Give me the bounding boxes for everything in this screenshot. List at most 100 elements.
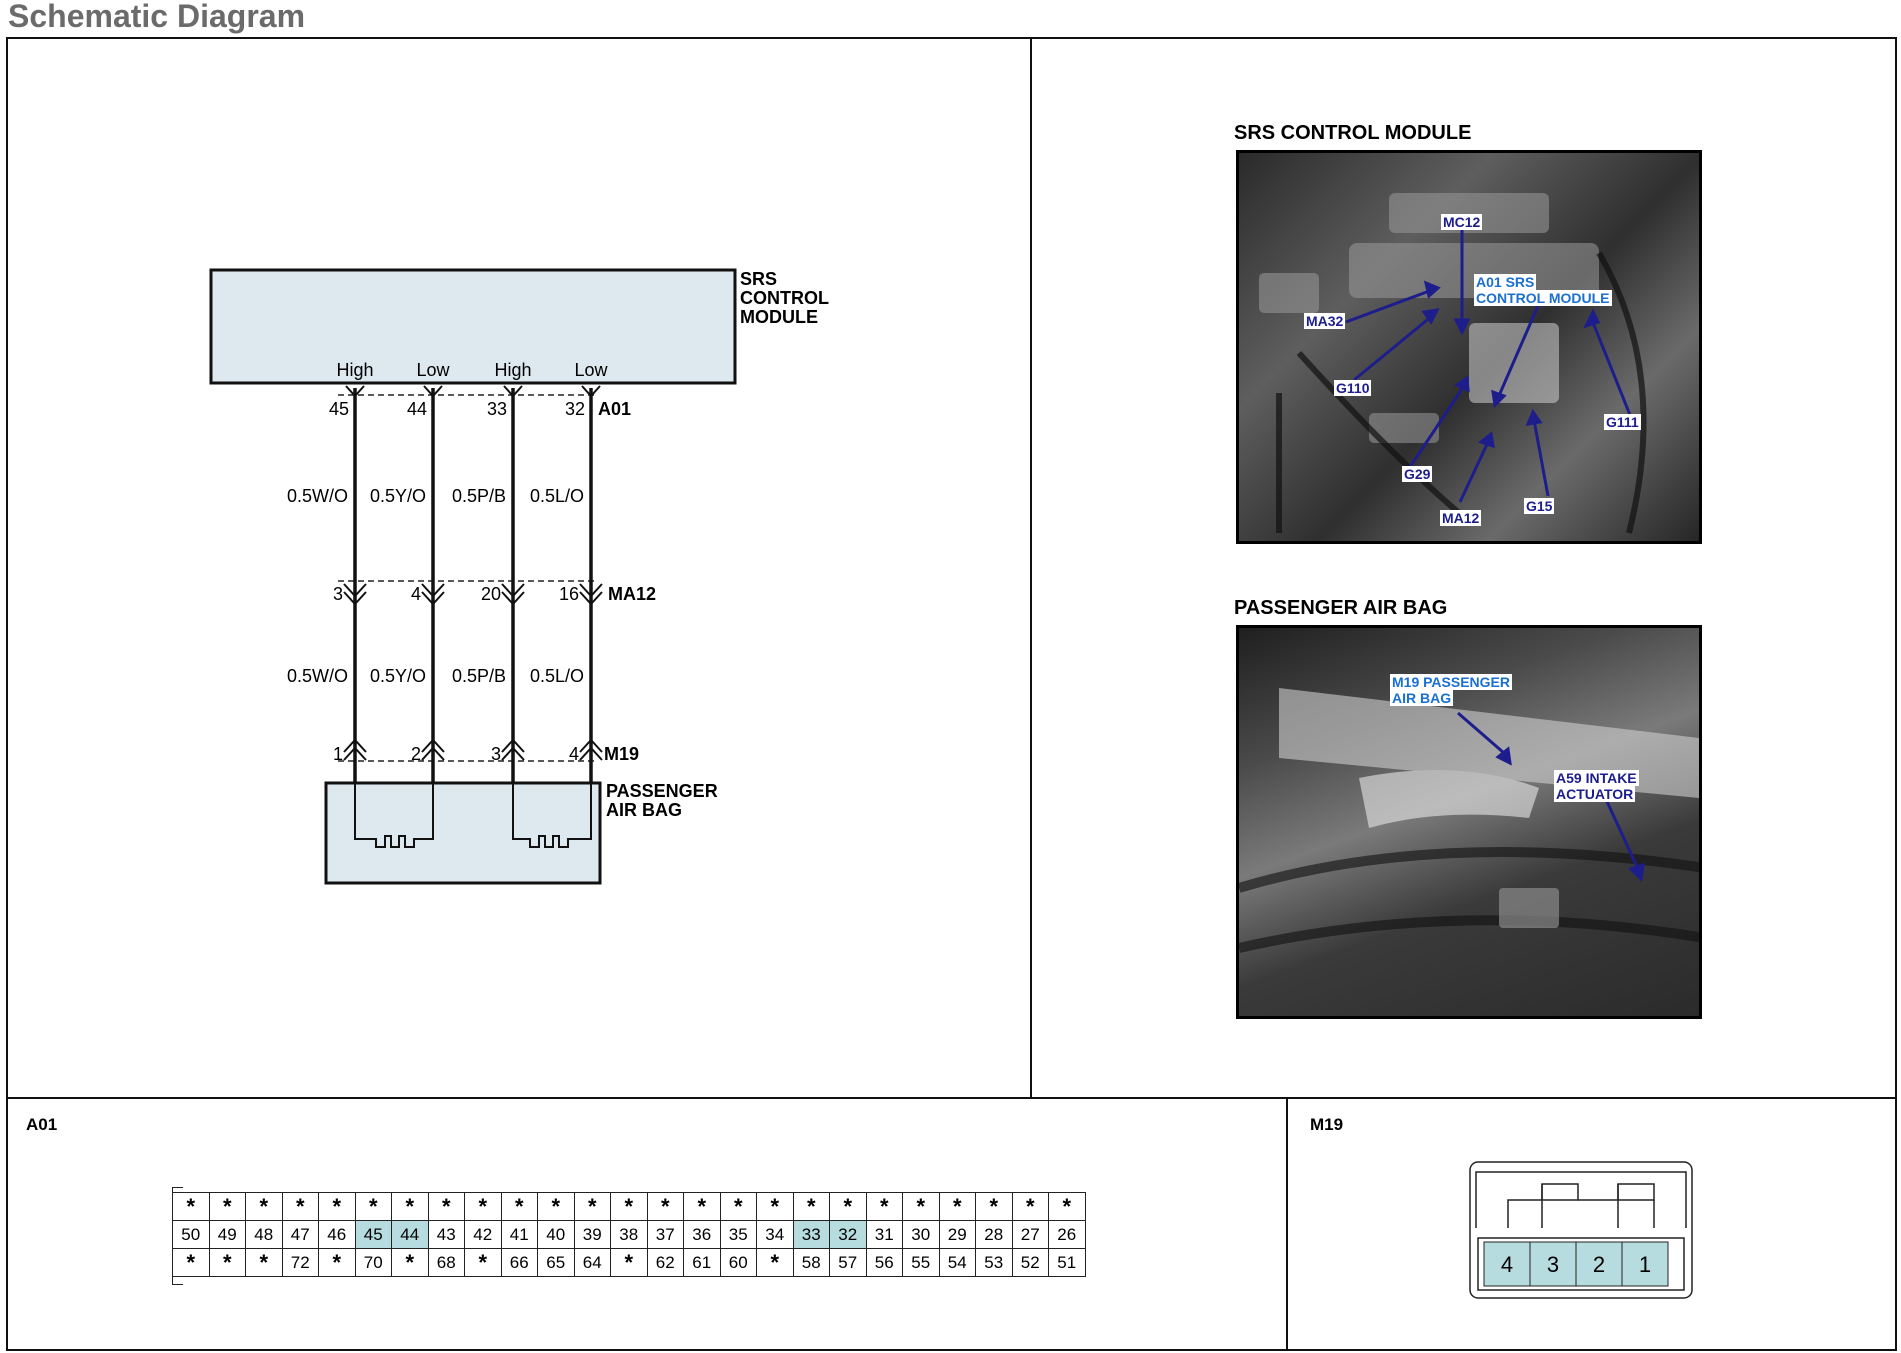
airbag-squib-2	[512, 783, 592, 848]
module-label-line2: CONTROL	[740, 288, 829, 308]
a01-pin-cell: *	[792, 1192, 830, 1221]
a01-pin-cell: *	[500, 1192, 538, 1221]
a01-pin-cell: 57	[829, 1248, 867, 1277]
a01-pin-cell: 44	[391, 1220, 429, 1249]
a01-pin-32: 32	[565, 399, 585, 419]
a01-pin-cell: 72	[281, 1248, 319, 1277]
ma12-chevron-2	[421, 583, 445, 606]
wire-lower-2: 0.5Y/O	[370, 666, 426, 686]
m19-pin-1: 1	[333, 744, 343, 764]
page-title: Schematic Diagram	[8, 0, 306, 34]
a01-pin-cell: 46	[318, 1220, 356, 1249]
a01-pin-cell: 37	[646, 1220, 684, 1249]
a01-pin-cell: *	[318, 1248, 356, 1277]
a01-pin-cell: *	[427, 1192, 465, 1221]
m19-cell-2	[1575, 1241, 1623, 1287]
label-g110: G110	[1334, 380, 1372, 396]
m19-chevron-4	[579, 738, 603, 761]
a01-pin-cell: *	[610, 1248, 648, 1277]
a01-pin-cell: 68	[427, 1248, 465, 1277]
a01-pin-cell: 31	[865, 1220, 903, 1249]
label-g15: G15	[1524, 498, 1555, 514]
label-m19-passenger: M19 PASSENGER	[1390, 674, 1512, 690]
a01-pin-cell: *	[208, 1248, 246, 1277]
srs-callout-arrows	[1345, 225, 1634, 503]
a01-pin-cell: 61	[683, 1248, 721, 1277]
a01-pin-cell: 32	[829, 1220, 867, 1249]
a01-pin-cell: 54	[938, 1248, 976, 1277]
a01-pin-cell: *	[938, 1192, 976, 1221]
ma12-connector-label: MA12	[608, 584, 656, 604]
a01-pin-cell: *	[683, 1192, 721, 1221]
ma12-pin-3: 3	[333, 584, 343, 604]
a01-pin-cell: 33	[792, 1220, 830, 1249]
a01-pin-cell: 66	[500, 1248, 538, 1277]
a01-chevron-4	[581, 385, 601, 398]
m19-chevron-2	[421, 738, 445, 761]
a01-pin-cell: 52	[1011, 1248, 1049, 1277]
a01-pin-cell: *	[464, 1248, 502, 1277]
a01-pin-cell: *	[902, 1192, 940, 1221]
a01-pin-cell: 64	[573, 1248, 611, 1277]
a01-pin-cell: *	[208, 1192, 246, 1221]
a01-pin-44: 44	[407, 399, 427, 419]
a01-pin-cell: 45	[354, 1220, 392, 1249]
label-ma12: MA12	[1440, 510, 1482, 526]
a01-pin-cell: 27	[1011, 1220, 1049, 1249]
a01-pin-cell: 28	[975, 1220, 1013, 1249]
pin-label-low-1: Low	[416, 360, 450, 380]
module-label-line1: SRS	[740, 269, 777, 289]
a01-pin-cell: 51	[1048, 1248, 1086, 1277]
wire-lower-3: 0.5P/B	[452, 666, 506, 686]
a01-pin-cell: 35	[719, 1220, 757, 1249]
a01-pin-cell: 26	[1048, 1220, 1086, 1249]
a01-pin-cell: 30	[902, 1220, 940, 1249]
wire-upper-4: 0.5L/O	[530, 486, 584, 506]
a01-pin-cell: 70	[354, 1248, 392, 1277]
a01-pin-cell: *	[573, 1192, 611, 1221]
a01-pin-cell: 55	[902, 1248, 940, 1277]
ma12-chevron-3	[501, 583, 525, 606]
ma12-pin-4: 4	[411, 584, 421, 604]
a01-pin-cell: 42	[464, 1220, 502, 1249]
a01-pin-cell: 65	[537, 1248, 575, 1277]
diagram-frame	[6, 37, 1897, 1351]
a01-row-top: *************************	[172, 1192, 1086, 1221]
module-label-line3: MODULE	[740, 307, 818, 327]
a01-pin-cell: *	[464, 1192, 502, 1221]
m19-pin-label-1: 1	[1639, 1252, 1651, 1277]
a01-connector-label: A01	[598, 399, 631, 419]
srs-control-module-box	[209, 268, 737, 385]
a01-pin-45: 45	[329, 399, 349, 419]
a01-pin-cell: *	[354, 1192, 392, 1221]
wire-upper-3: 0.5P/B	[452, 486, 506, 506]
wire-upper-2: 0.5Y/O	[370, 486, 426, 506]
a01-pin-cell: *	[756, 1192, 794, 1221]
m19-pin-3: 3	[491, 744, 501, 764]
a01-pin-cell: 47	[281, 1220, 319, 1249]
a01-pin-cell: *	[646, 1192, 684, 1221]
m19-cell-3	[1529, 1241, 1577, 1287]
a01-pin-cell: *	[1011, 1192, 1049, 1221]
airbag-photo-title: PASSENGER AIR BAG	[1234, 597, 1448, 619]
m19-connector-label: M19	[604, 744, 639, 764]
a01-pin-33: 33	[487, 399, 507, 419]
a01-chevron-3	[503, 385, 523, 398]
label-control-module: CONTROL MODULE	[1474, 290, 1612, 306]
airbag-label-line1: PASSENGER	[606, 781, 718, 801]
a01-pin-cell: *	[281, 1192, 319, 1221]
m19-pin-label-2: 2	[1593, 1252, 1605, 1277]
wiring-schematic: SRS CONTROL MODULE High Low High Low 45	[209, 268, 829, 885]
a01-pin-cell: 56	[865, 1248, 903, 1277]
m19-cell-4	[1483, 1241, 1531, 1287]
label-a59-actuator: ACTUATOR	[1554, 786, 1636, 802]
a01-pin-cell: *	[391, 1192, 429, 1221]
a01-pin-cell: 49	[208, 1220, 246, 1249]
label-a01-srs: A01 SRS	[1474, 274, 1537, 290]
airbag-label-line2: AIR BAG	[606, 800, 682, 820]
pin-label-high-1: High	[336, 360, 373, 380]
airbag-callout-arrows	[1457, 711, 1645, 883]
